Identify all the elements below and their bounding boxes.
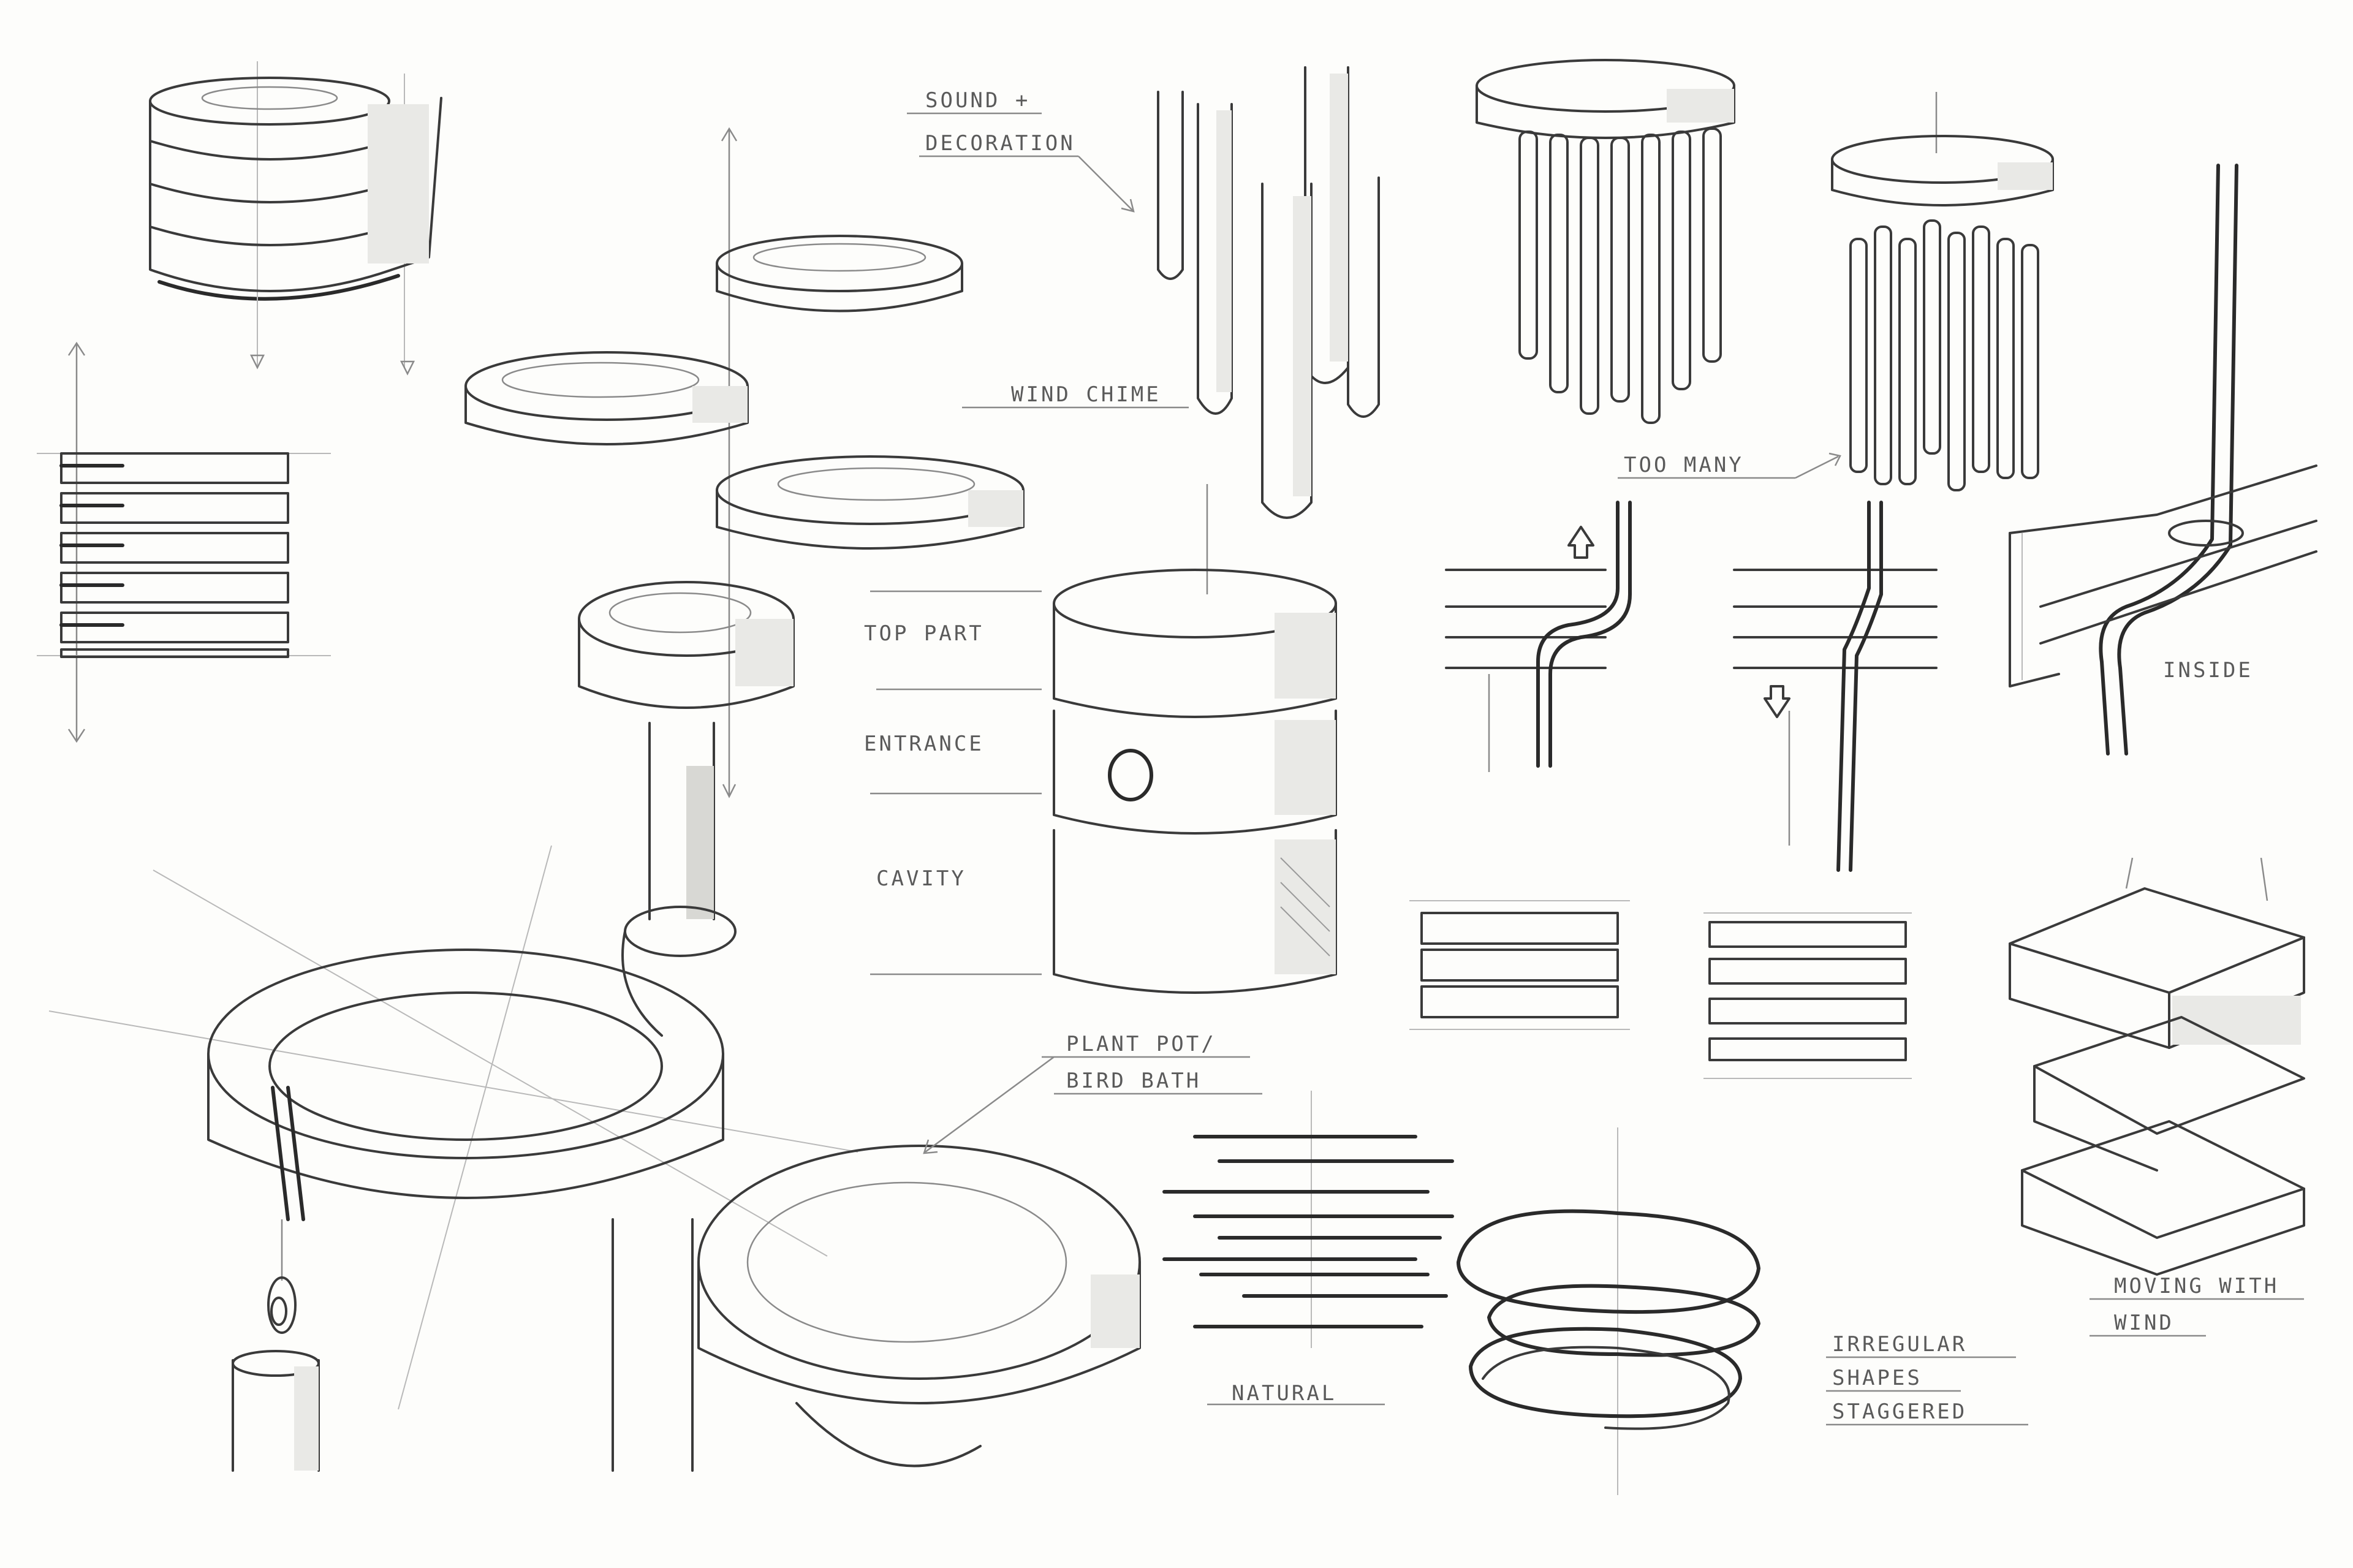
label-sound: SOUND + bbox=[925, 88, 1030, 113]
label-irregular: IRREGULAR bbox=[1832, 1332, 1967, 1357]
inside-annotation: INSIDE bbox=[2163, 658, 2253, 683]
wind-chime-annotation: WIND CHIME bbox=[962, 382, 1189, 409]
stacked-rings-sketch bbox=[149, 61, 442, 376]
staggered-boxes-sketch bbox=[2009, 857, 2305, 1276]
label-natural: NATURAL bbox=[1232, 1381, 1336, 1406]
moving-wind-annotation: MOVING WITH WIND bbox=[2090, 1274, 2304, 1337]
irregular-annotation: IRREGULAR SHAPES STAGGERED bbox=[1826, 1332, 2028, 1426]
label-top-part: TOP PART bbox=[864, 621, 984, 646]
label-wind: WIND bbox=[2114, 1311, 2174, 1335]
label-bird-bath: BIRD BATH bbox=[1066, 1069, 1201, 1093]
elevation-stack-even-sketch bbox=[1409, 900, 1630, 1030]
section-detail-down-sketch bbox=[1733, 501, 1938, 872]
label-entrance: ENTRANCE bbox=[864, 732, 984, 756]
too-many-chime-sketch bbox=[1831, 92, 2054, 491]
label-shapes: SHAPES bbox=[1832, 1366, 1922, 1390]
label-too-many: TOO MANY bbox=[1624, 453, 1744, 477]
elevation-stack-spaced-sketch bbox=[1703, 912, 1912, 1079]
label-moving-with: MOVING WITH bbox=[2114, 1274, 2279, 1298]
label-staggered: STAGGERED bbox=[1832, 1399, 1967, 1424]
bird-bath-sketch bbox=[48, 845, 1141, 1472]
sound-decoration-annotation: SOUND + DECORATION bbox=[907, 88, 1135, 213]
label-wind-chime: WIND CHIME bbox=[1011, 382, 1161, 407]
label-cavity: CAVITY bbox=[876, 866, 966, 891]
plant-pot-annotation: PLANT POT/ BIRD BATH bbox=[923, 1032, 1262, 1154]
label-decoration: DECORATION bbox=[925, 131, 1075, 156]
column-labels: TOP PART ENTRANCE CAVITY bbox=[864, 590, 1042, 975]
label-inside: INSIDE bbox=[2163, 658, 2253, 683]
rope-through-stack-sketch bbox=[2009, 164, 2317, 756]
birdhouse-column-sketch bbox=[1053, 484, 1337, 994]
stack-elevation-sketch bbox=[37, 341, 331, 743]
natural-lines-sketch: NATURAL bbox=[1162, 1091, 1454, 1406]
wind-chime-tubes-sketch bbox=[1157, 66, 1380, 519]
exploded-rings-sketch bbox=[464, 127, 1025, 920]
label-plant-pot: PLANT POT/ bbox=[1066, 1032, 1216, 1056]
disc-chime-sketch bbox=[1476, 59, 1735, 424]
section-detail-up-sketch bbox=[1445, 501, 1632, 772]
too-many-annotation: TOO MANY bbox=[1618, 452, 1841, 479]
irregular-rings-sketch bbox=[1457, 1127, 1760, 1495]
